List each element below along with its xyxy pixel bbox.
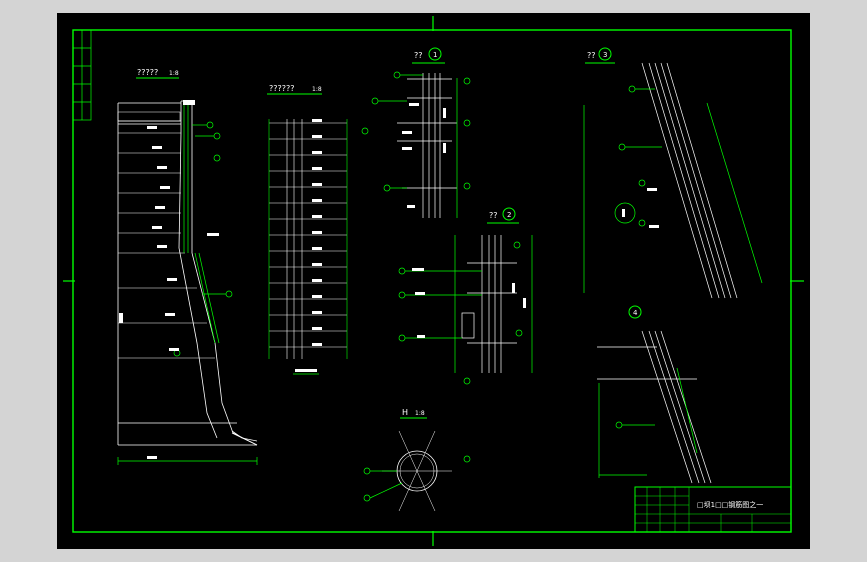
detail-4-view: 4 bbox=[597, 305, 712, 484]
main-elevation-view: ????? 1:8 bbox=[117, 68, 258, 465]
detail-1-callout: 1 bbox=[433, 51, 437, 59]
main-elevation-scale: 1:8 bbox=[169, 70, 179, 77]
section-h-scale: 1:8 bbox=[415, 410, 425, 417]
detail-1-title: ?? bbox=[414, 51, 423, 60]
drawing-svg: ????? 1:8 bbox=[63, 16, 804, 546]
section-h-view: H 1:8 bbox=[363, 408, 471, 512]
section-h-title: H bbox=[402, 408, 408, 417]
reinforcement-table-title: ?????? bbox=[269, 84, 294, 93]
detail-2-view: ?? 2 bbox=[398, 207, 533, 385]
detail-3-view: ?? 3 bbox=[583, 47, 763, 299]
centering-marks bbox=[63, 16, 804, 546]
reinforcement-table-scale: 1:8 bbox=[312, 86, 322, 93]
reinforcement-table-view: ?????? 1:8 bbox=[267, 84, 348, 375]
detail-4-callout: 4 bbox=[633, 309, 638, 317]
main-elevation-title: ????? bbox=[137, 68, 158, 77]
detail-2-title: ?? bbox=[489, 211, 498, 220]
detail-3-title: ?? bbox=[587, 51, 596, 60]
detail-3-callout: 3 bbox=[603, 51, 607, 59]
detail-2-callout: 2 bbox=[507, 211, 511, 219]
detail-1-view: ?? 1 bbox=[361, 47, 471, 218]
title-block: □坝1□□钢筋图之一 bbox=[634, 486, 792, 533]
revision-stamp-block bbox=[72, 29, 92, 121]
drawing-title: □坝1□□钢筋图之一 bbox=[697, 500, 763, 509]
drawing-sheet: ????? 1:8 bbox=[57, 13, 810, 549]
